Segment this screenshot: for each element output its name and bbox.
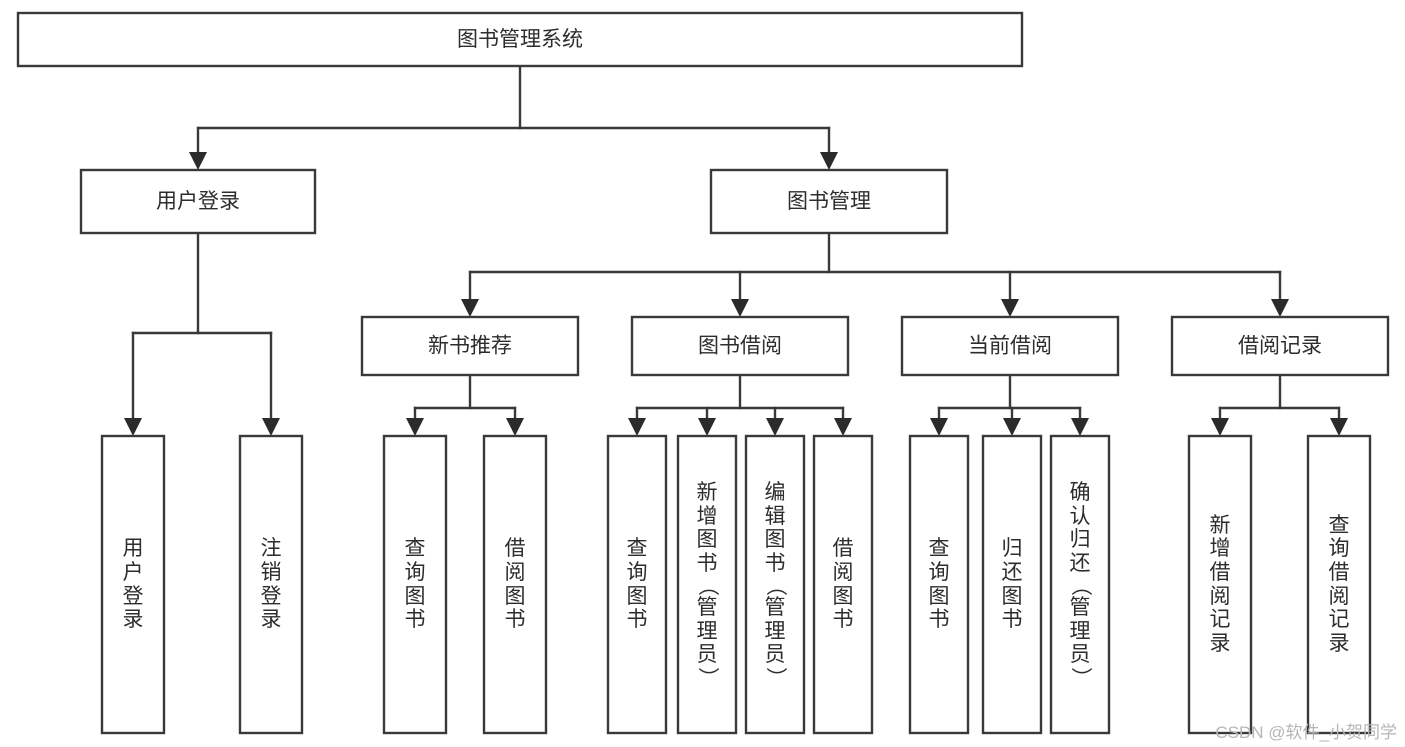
node-box-leaf-query-borrow-record[interactable] xyxy=(1306,434,1372,735)
arrow-head-icon xyxy=(820,152,838,170)
node-label-new-book-rec: 新书推荐 xyxy=(428,335,512,358)
node-box-leaf-user-logout[interactable] xyxy=(238,434,304,735)
arrow-head-icon xyxy=(698,418,716,436)
node-box-leaf-query-book-cb[interactable] xyxy=(908,434,970,735)
node-box-leaf-query-book-bb[interactable] xyxy=(606,434,668,735)
node-label-current-borrow: 当前借阅 xyxy=(968,335,1052,358)
watermark-text: CSDN @软件_小贺同学 xyxy=(1215,723,1397,742)
arrow-head-icon xyxy=(461,299,479,317)
node-box-leaf-edit-book[interactable] xyxy=(744,434,806,735)
node-box-borrow-record[interactable] xyxy=(1170,315,1390,377)
node-label-borrow-record: 借阅记录 xyxy=(1238,335,1322,358)
node-box-user-login[interactable] xyxy=(79,168,317,235)
node-label-book-borrow: 图书借阅 xyxy=(698,335,782,358)
arrow-head-icon xyxy=(1003,418,1021,436)
arrow-head-icon xyxy=(1071,418,1089,436)
arrow-head-icon xyxy=(1330,418,1348,436)
arrow-head-icon xyxy=(628,418,646,436)
node-box-layer xyxy=(16,11,1390,735)
arrow-head-icon xyxy=(1001,299,1019,317)
node-box-book-borrow[interactable] xyxy=(630,315,850,377)
node-box-leaf-borrow-book-bb[interactable] xyxy=(812,434,874,735)
node-box-current-borrow[interactable] xyxy=(900,315,1120,377)
arrow-head-icon xyxy=(930,418,948,436)
node-box-root[interactable] xyxy=(16,11,1024,68)
node-box-book-manage[interactable] xyxy=(709,168,949,235)
arrow-head-icon xyxy=(731,299,749,317)
node-box-leaf-confirm-return[interactable] xyxy=(1049,434,1111,735)
node-box-leaf-add-borrow-record[interactable] xyxy=(1187,434,1253,735)
node-label-book-manage: 图书管理 xyxy=(787,190,871,213)
node-box-leaf-return-book[interactable] xyxy=(981,434,1043,735)
arrow-head-icon xyxy=(766,418,784,436)
arrow-head-icon xyxy=(1271,299,1289,317)
arrow-head-icon xyxy=(124,418,142,436)
node-box-leaf-query-book-rec[interactable] xyxy=(382,434,448,735)
node-box-leaf-user-login[interactable] xyxy=(100,434,166,735)
connector-layer xyxy=(124,64,1348,436)
arrow-head-icon xyxy=(1211,418,1229,436)
node-box-new-book-rec[interactable] xyxy=(360,315,580,377)
node-label-root: 图书管理系统 xyxy=(457,28,583,51)
node-label-user-login: 用户登录 xyxy=(156,190,240,213)
arrow-head-icon xyxy=(506,418,524,436)
arrow-head-icon xyxy=(189,152,207,170)
node-box-leaf-add-book[interactable] xyxy=(676,434,738,735)
arrow-head-icon xyxy=(406,418,424,436)
arrow-head-icon xyxy=(262,418,280,436)
arrow-head-icon xyxy=(834,418,852,436)
node-box-leaf-borrow-book-rec[interactable] xyxy=(482,434,548,735)
